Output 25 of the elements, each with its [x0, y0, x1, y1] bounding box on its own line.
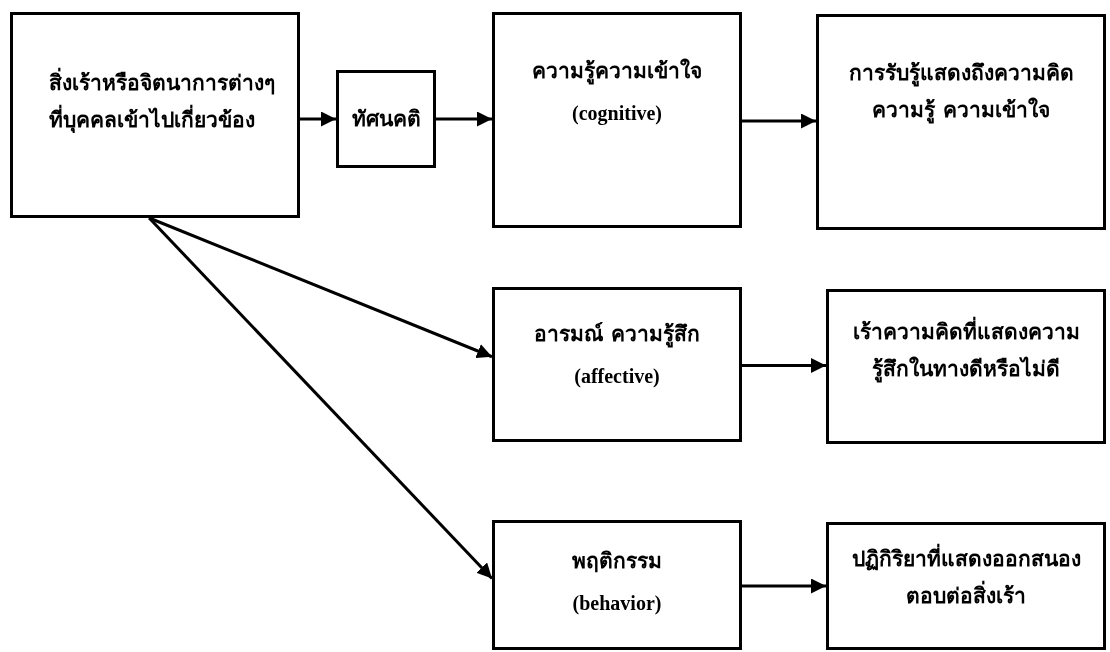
process-box — [826, 289, 1106, 444]
node-text: ความรู้ความเข้าใจ — [531, 57, 703, 87]
arrow — [742, 578, 826, 594]
arrow — [300, 111, 336, 127]
node-subtitle: (affective) — [573, 363, 661, 389]
process-box — [336, 70, 436, 168]
process-box — [10, 12, 300, 218]
node-text: ปฏิกิริยาที่แสดงออกสนองตอบต่อสิ่งเร้า — [837, 541, 1095, 615]
node-subtitle: (cognitive) — [571, 100, 663, 127]
process-box — [492, 287, 742, 442]
process-box — [826, 522, 1106, 650]
process-box — [492, 12, 742, 228]
node-text: การรับรู้แสดงถึงความคิดความรู้ ความเข้าใจ — [847, 60, 1075, 126]
arrow — [436, 111, 492, 127]
node-subtitle: (behavior) — [571, 590, 663, 617]
node-text: ทัศนคติ — [350, 106, 422, 133]
process-box — [492, 520, 742, 650]
node-text: สิ่งเร้าหรือจิตนาการต่างๆ ที่บุคคลเข้าไปเกี่ยวข้อง — [49, 65, 281, 139]
process-box — [816, 14, 1106, 230]
node-text: พฤติกรรม — [571, 548, 663, 575]
arrow — [742, 113, 816, 129]
arrow — [148, 216, 494, 580]
arrow — [742, 358, 826, 373]
node-text: เร้าความคิดที่แสดงความรู้สึกในทางดีหรือไม่ดี — [837, 314, 1095, 388]
node-text: อารมณ์ ความรู้สึก — [533, 321, 701, 350]
